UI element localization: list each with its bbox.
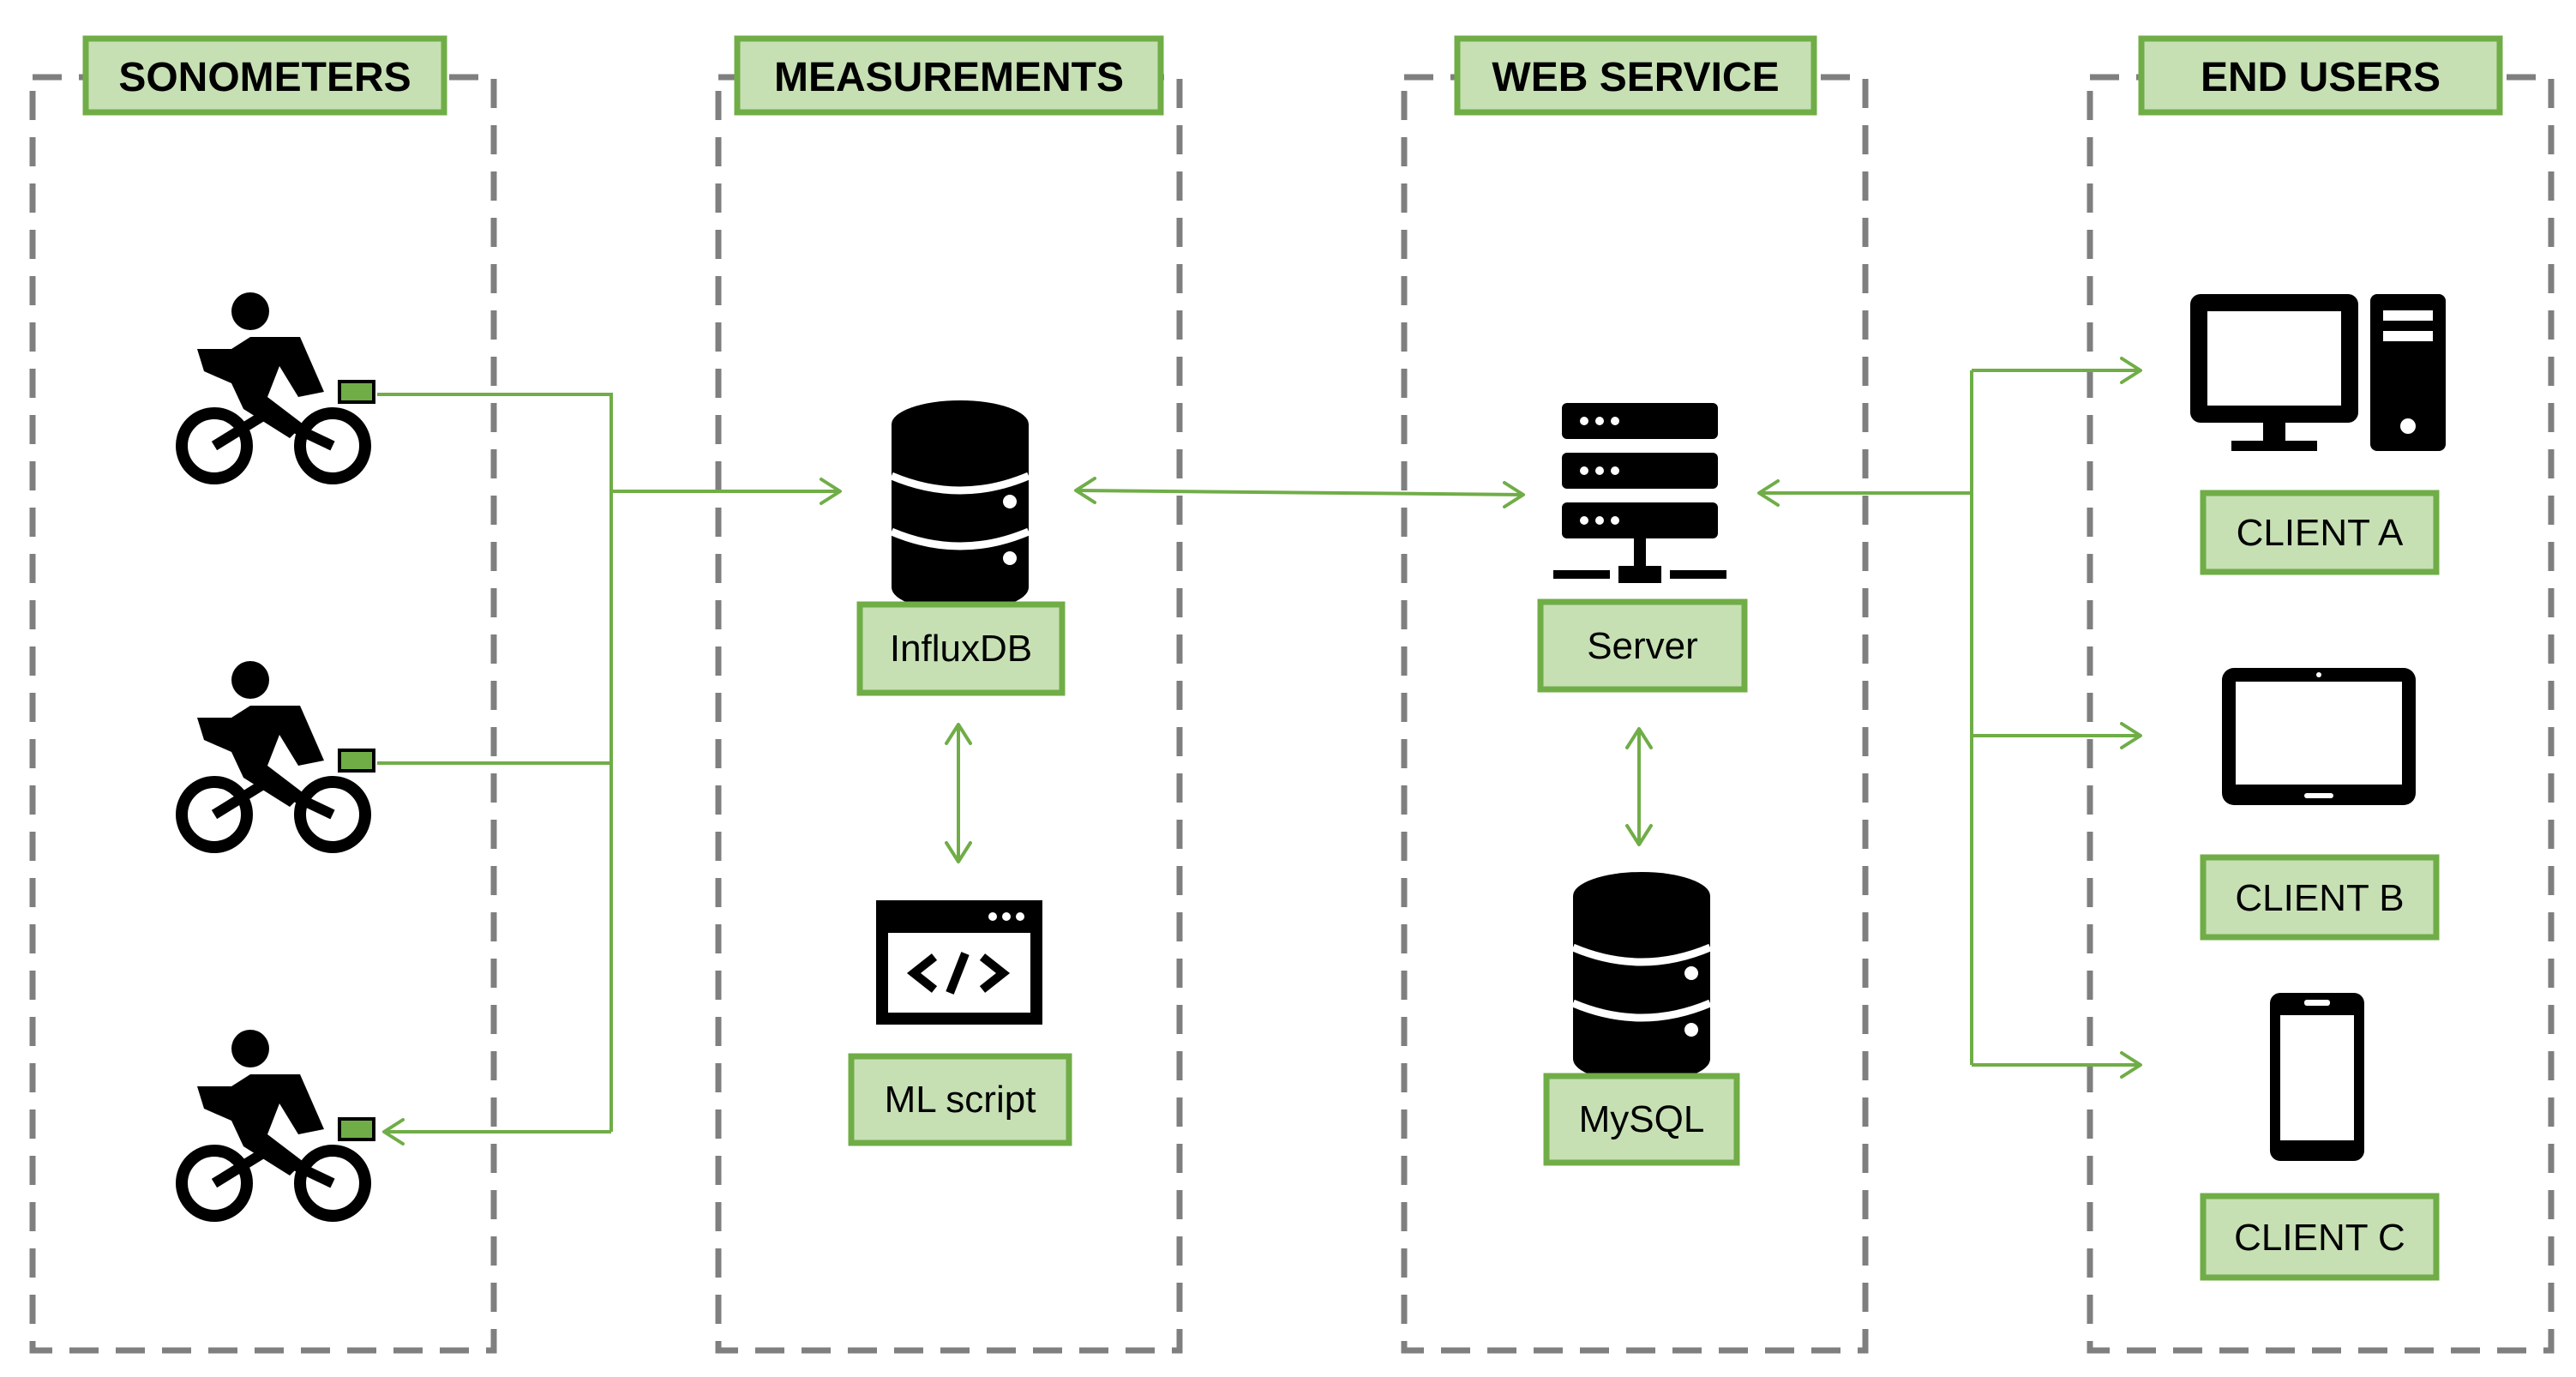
cyclist-icon <box>182 661 374 847</box>
sonometers-title-box <box>82 35 447 116</box>
measurements-frame <box>715 74 1183 1354</box>
web-service-frame <box>1401 74 1869 1354</box>
mysql-label: MySQL <box>1579 1098 1705 1140</box>
mysql-label-box <box>1543 1073 1740 1166</box>
influxdb-label: InfluxDB <box>890 628 1032 670</box>
server-mysql-bottom-arrowhead <box>1625 824 1653 846</box>
connections <box>377 357 2142 1145</box>
sonometers-title: SONOMETERS <box>118 55 411 100</box>
end-users-title: END USERS <box>2201 55 2441 100</box>
influxdb-server-right-arrowhead <box>1503 481 1525 508</box>
measurements-title: MEASUREMENTS <box>774 55 1124 100</box>
measurements-nodes: InfluxDB ML script <box>848 400 1072 1146</box>
influxdb-ml-bottom-arrowhead <box>945 841 972 863</box>
end-users-title-box <box>2138 35 2503 116</box>
server-in-arrowhead <box>1757 479 1780 507</box>
section-frames <box>29 74 2555 1354</box>
server-label: Server <box>1587 625 1698 667</box>
server-rack-icon <box>1553 403 1726 583</box>
influxdb-server-left-arrowhead <box>1074 477 1096 504</box>
measurements-title-box <box>734 35 1164 116</box>
desktop-computer-icon <box>2190 294 2446 451</box>
section-titles: SONOMETERS MEASUREMENTS WEB SERVICE END … <box>82 35 2503 116</box>
client-b-label: CLIENT B <box>2235 877 2404 919</box>
tablet-icon <box>2222 668 2416 805</box>
influxdb-database-icon <box>892 400 1029 611</box>
end-users-nodes: CLIENT A CLIENT B CLIENT C <box>2190 294 2446 1281</box>
client-b-arrowhead <box>2120 722 2142 749</box>
server-mysql-top-arrowhead <box>1625 727 1653 749</box>
client-c-arrowhead <box>2120 1051 2142 1079</box>
web-service-title-box <box>1454 35 1817 116</box>
ml-script-label-box <box>848 1053 1072 1146</box>
client-a-arrowhead <box>2120 357 2142 384</box>
influxdb-in-arrowhead <box>820 478 842 505</box>
influxdb-label-box <box>856 601 1066 696</box>
server-label-box <box>1537 598 1748 693</box>
client-a-label: CLIENT A <box>2237 512 2404 554</box>
sonometer-1-link <box>377 393 613 1132</box>
sonometers-frame <box>29 74 497 1354</box>
client-b-label-box <box>2200 854 2440 941</box>
sonometer-3-arrowhead <box>382 1118 405 1145</box>
ml-script-label: ML script <box>885 1079 1036 1121</box>
sonometers <box>182 292 374 1216</box>
mysql-database-icon <box>1573 872 1710 1083</box>
influxdb-server-link <box>1075 489 1524 496</box>
code-window-icon <box>876 900 1042 1025</box>
influxdb-ml-top-arrowhead <box>945 723 972 745</box>
web-service-title: WEB SERVICE <box>1492 55 1779 100</box>
client-c-label: CLIENT C <box>2234 1217 2405 1259</box>
end-users-frame <box>2087 74 2555 1354</box>
cyclist-icon <box>182 1030 374 1216</box>
cyclist-icon <box>182 292 374 478</box>
smartphone-icon <box>2270 993 2364 1161</box>
client-a-label-box <box>2200 490 2440 575</box>
client-c-label-box <box>2200 1193 2440 1281</box>
web-service-nodes: Server MySQL <box>1537 403 1748 1166</box>
